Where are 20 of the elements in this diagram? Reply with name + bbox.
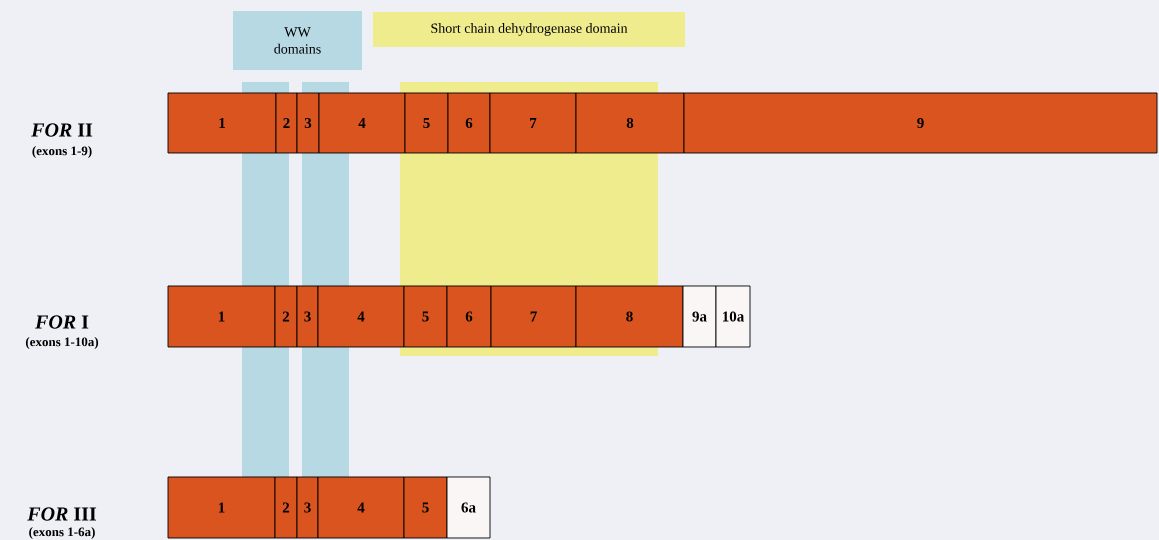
exon-box: 3	[296, 476, 319, 539]
isoform-name: FOR III	[27, 507, 97, 521]
exon-box: 3	[296, 92, 320, 154]
domain-label: WW domains	[233, 11, 362, 70]
exon-box: 3	[296, 285, 319, 348]
exon-box: 2	[274, 285, 298, 348]
isoform-name: FOR II	[31, 123, 93, 137]
domain-label: Short chain dehydrogenase domain	[373, 12, 685, 47]
exon-box: 10a	[715, 285, 751, 348]
exon-range: (exons 1-9)	[32, 146, 92, 158]
exon-box: 5	[403, 476, 448, 539]
exon-box: 8	[575, 92, 685, 154]
exon-box: 9a	[682, 285, 717, 348]
exon-range: (exons 1-6a)	[29, 527, 95, 539]
isoform-name: FOR I	[35, 315, 89, 329]
exon-box: 2	[274, 476, 298, 539]
exon-box: 6a	[446, 476, 491, 539]
exon-range: (exons 1-10a)	[25, 337, 99, 349]
exon-box: 2	[275, 92, 298, 154]
exon-box: 8	[575, 285, 684, 348]
